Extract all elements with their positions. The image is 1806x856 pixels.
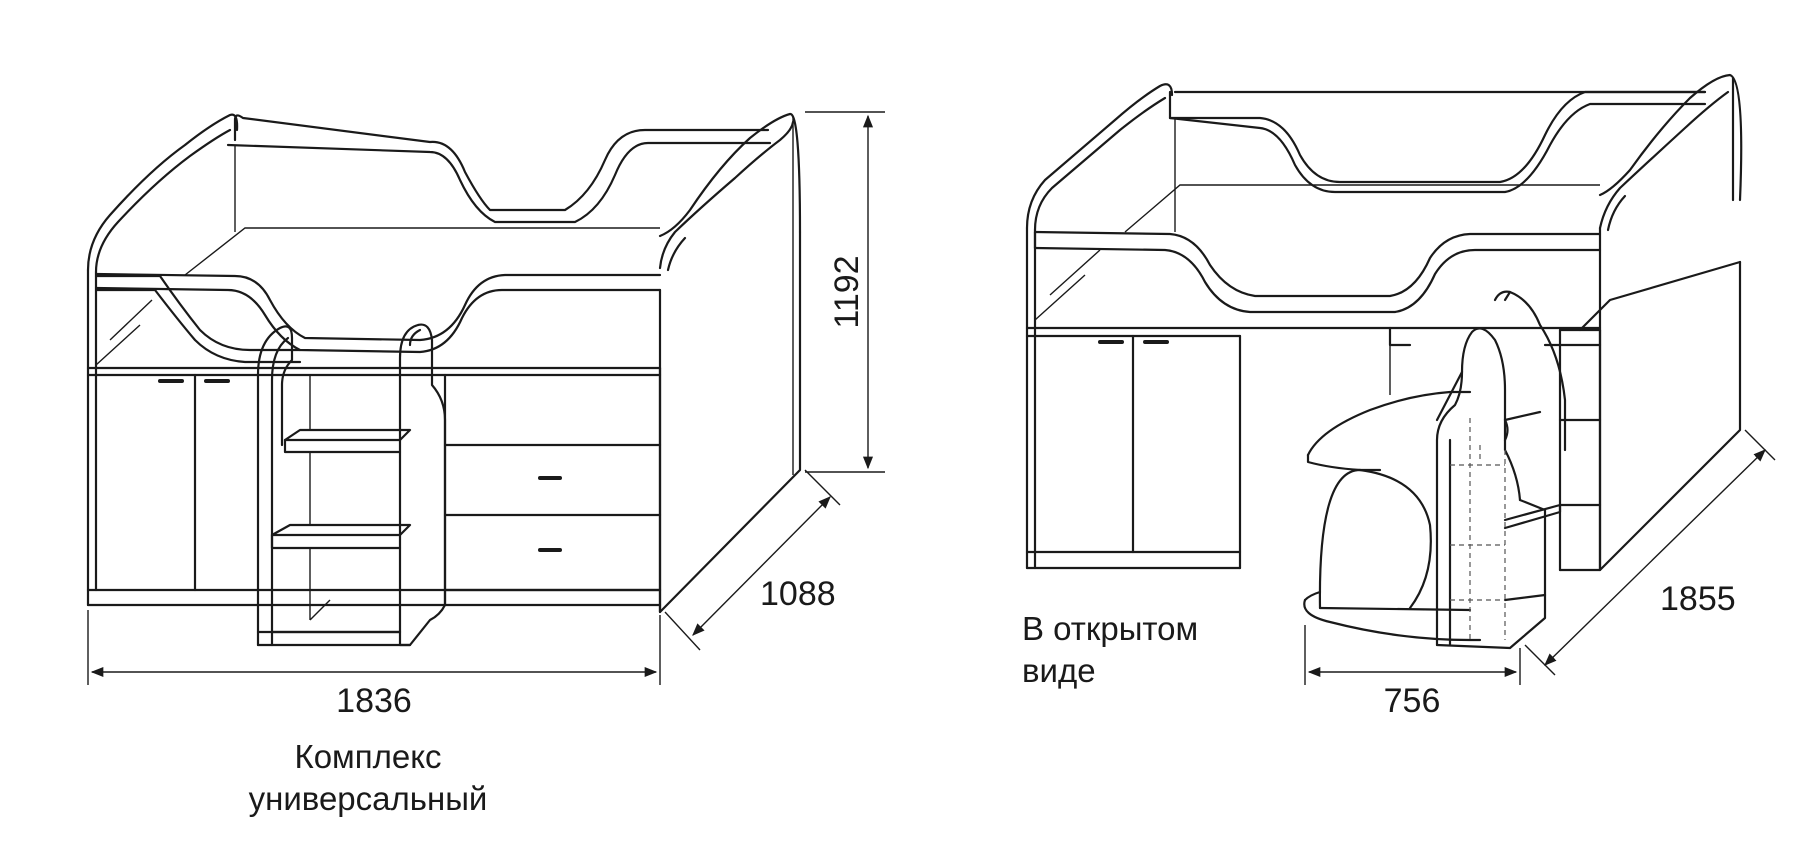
left-width-dimension: 1836 [87,610,661,720]
depth-dimension-label: 1088 [760,575,836,613]
desk-width-dimension-label: 756 [1384,682,1441,720]
width-dimension-label: 1836 [336,682,412,720]
right-cabinet-body [1025,260,1742,572]
right-depth-dimension: 1855 [1524,429,1776,676]
right-bed-drawing: 756 1855 В открытом виде [1022,73,1776,720]
left-side-panel [658,112,802,614]
right-back-panel [1168,90,1707,232]
right-front-headboard [1025,83,1174,570]
left-caption-line2: универсальный [249,780,488,817]
left-caption-line1: Комплекс [294,738,441,775]
left-cabinet-body [86,299,662,614]
left-depth-dimension: 1088 [664,469,841,651]
left-back-panel [226,114,772,232]
right-depth-dimension-label: 1855 [1660,580,1736,618]
right-caption-line2: виде [1022,652,1096,689]
left-bed-drawing: 1836 1088 1192 Комплекс универсальный [86,111,885,817]
right-desk-width-dimension: 756 [1304,625,1521,720]
right-side-panel [1598,73,1743,572]
left-front-rail [94,120,795,370]
right-caption-line1: В открытом [1022,610,1198,647]
left-mattress [94,227,660,364]
right-mattress [1124,184,1600,233]
left-ladder [256,323,447,647]
right-pullout-desk [1303,390,1482,642]
right-front-rail [1033,90,1730,332]
left-height-dimension: 1192 [805,111,885,473]
left-front-headboard [86,113,239,592]
height-dimension-label: 1192 [828,255,866,328]
